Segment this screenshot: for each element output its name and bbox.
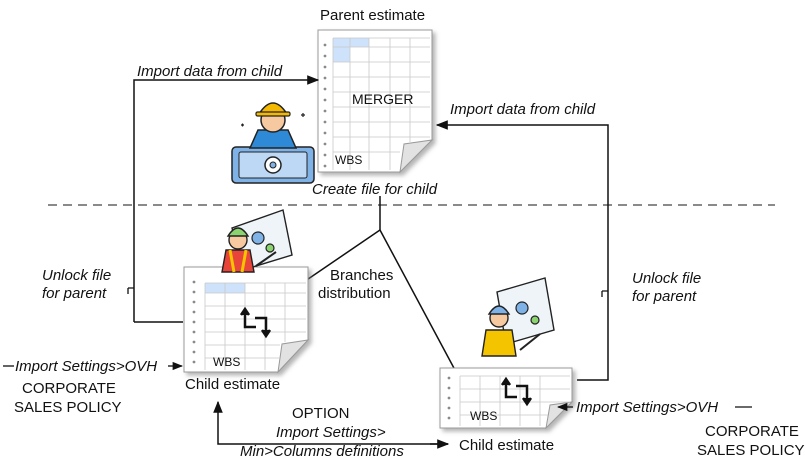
- wbs-label-left: WBS: [213, 355, 240, 369]
- branches-label-line1: Branches: [330, 267, 393, 284]
- wbs-label-parent: WBS: [335, 153, 362, 167]
- child-estimate-left-label: Child estimate: [185, 376, 280, 393]
- parent-estimate-title: Parent estimate: [320, 7, 425, 24]
- unlock-left-line1: Unlock file: [42, 267, 111, 284]
- sync-arrows-icon: [239, 306, 272, 339]
- sync-arrows-icon-right: [500, 376, 533, 407]
- import-right-arrow: [435, 120, 609, 381]
- child-right-sheet-grid: [447, 375, 570, 426]
- merger-label: MERGER: [352, 91, 413, 107]
- corporate-left-line1: CORPORATE: [22, 380, 116, 397]
- unlock-marker-right: [601, 290, 608, 297]
- engineer-monitor-icon: [231, 102, 315, 184]
- parent-sheet-grid: [323, 37, 430, 170]
- branches-label-line2: distribution: [318, 285, 391, 302]
- child-estimate-right-label: Child estimate: [459, 437, 554, 454]
- child-left-sheet-grid: [192, 280, 306, 370]
- corporate-right-line1: CORPORATE: [705, 423, 799, 440]
- wbs-label-right: WBS: [470, 409, 497, 423]
- option-title: OPTION: [292, 405, 350, 422]
- option-arrow: [213, 400, 448, 445]
- unlock-right-line2: for parent: [632, 288, 697, 305]
- corporate-right-line2: SALES POLICY: [697, 442, 805, 459]
- import-data-left-label: Import data from child: [137, 63, 283, 80]
- parent-estimate-doc: [317, 29, 434, 174]
- unlock-left-line2: for parent: [42, 285, 107, 302]
- import-settings-right-label: Import Settings>OVH: [576, 399, 718, 416]
- unlock-right-line1: Unlock file: [632, 270, 701, 287]
- option-line2: Min>Columns definitions: [240, 443, 404, 460]
- import-left-arrow: [133, 75, 320, 322]
- option-line1: Import Settings>: [276, 424, 386, 441]
- engineer-blueprint-icon-right: [481, 277, 555, 357]
- unlock-marker-left: [127, 287, 134, 294]
- corporate-left-line2: SALES POLICY: [14, 399, 122, 416]
- create-file-label: Create file for child: [312, 181, 438, 198]
- import-data-right-label: Import data from child: [450, 101, 596, 118]
- import-settings-left-label: Import Settings>OVH: [15, 358, 157, 375]
- engineer-blueprint-icon: [221, 209, 293, 273]
